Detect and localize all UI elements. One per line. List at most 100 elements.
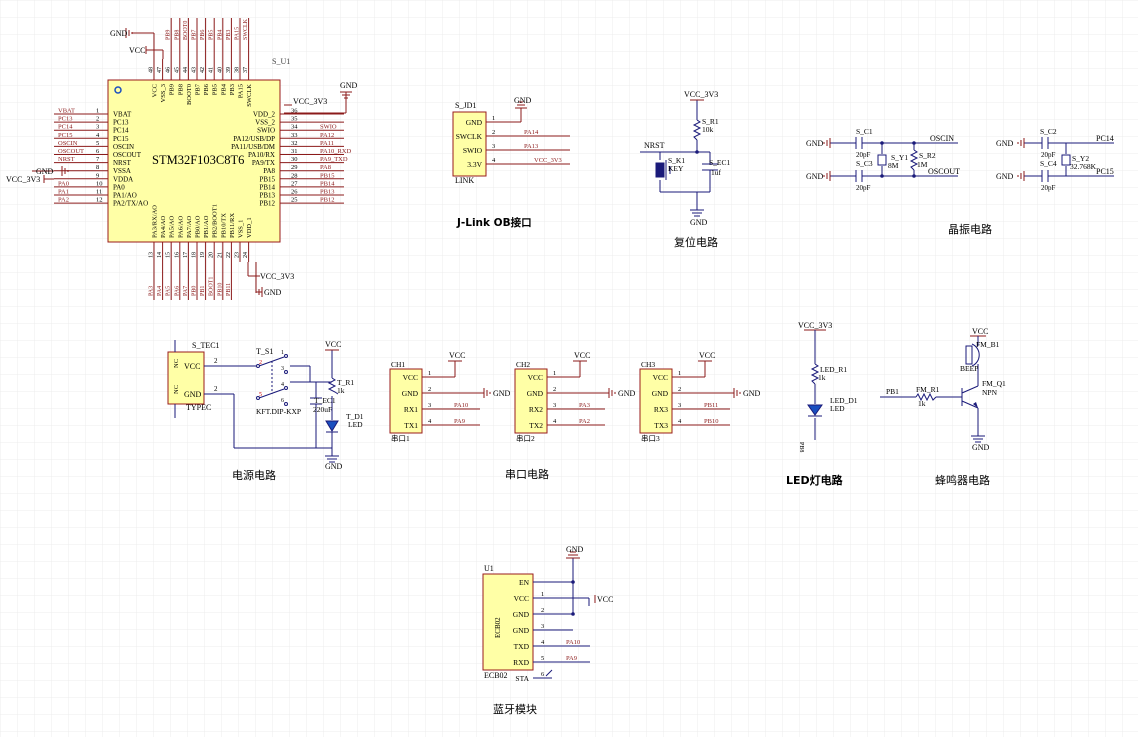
resistor-icon xyxy=(909,149,919,171)
mcu-pin-number: 13 xyxy=(149,252,155,258)
hse-c2-val: 20pF xyxy=(856,184,871,192)
serial-pin-name: VCC xyxy=(403,373,418,382)
hse-y-val: 8M xyxy=(888,161,899,170)
gnd-symbol-icon xyxy=(61,166,69,176)
mcu-pin-number: 46 xyxy=(166,67,172,73)
bluetooth-ref: U1 xyxy=(484,564,494,573)
power-c-val: 220uF xyxy=(313,405,332,414)
buzzer-circuit[interactable]: VCC FM_B1 BEEP PB1 FM_R1 1k FM_Q1 NPN GN… xyxy=(880,327,1006,487)
mcu-pin-number: 16 xyxy=(174,252,180,258)
mcu-pin-name: PB10/TX xyxy=(220,213,227,238)
bluetooth-part: ECB02 xyxy=(484,671,508,680)
gnd-symbol-icon xyxy=(566,551,580,559)
mcu-pin-number: 25 xyxy=(291,197,298,204)
mcu-net-label: BOOT1 xyxy=(209,277,215,296)
usb-pin-num: 2 xyxy=(214,385,218,393)
gnd-symbol-icon xyxy=(340,91,352,99)
serial-pin-name: GND xyxy=(402,389,419,398)
bluetooth-pin-name: VCC xyxy=(514,594,529,603)
mcu-ref: S_U1 xyxy=(272,57,290,66)
mcu-pin-name: VDD_2 xyxy=(253,111,276,119)
mcu-pin-name: VSS_1 xyxy=(238,220,245,238)
mcu-pin-number: 4 xyxy=(96,132,100,139)
serial-pin-number: 1 xyxy=(428,370,431,377)
no-connect-icon xyxy=(545,669,553,677)
mcu-pin-name: PA6/AO xyxy=(177,216,184,238)
mcu-pin-name: PB15 xyxy=(259,175,275,183)
serial-pin-name: TX3 xyxy=(654,421,668,430)
buzzer-ref: FM_B1 xyxy=(976,340,1000,349)
resistor-icon xyxy=(692,119,702,141)
mcu-top-pins: 48VCC47VSS_346PB9PB945PB8PB844BOOT0BOOT0… xyxy=(149,18,253,107)
gnd-symbol-icon xyxy=(971,435,985,443)
bluetooth-gnd-label: GND xyxy=(566,545,584,554)
mcu-pin-name: PA1/AO xyxy=(113,192,137,200)
mcu-pin-number: 24 xyxy=(243,252,249,258)
mcu-pin-name: PA9/TX xyxy=(252,159,275,167)
mcu-net-label: PC13 xyxy=(58,116,72,123)
usb-pin-num: 2 xyxy=(214,357,218,365)
mcu-pin-name: PB1/AO xyxy=(203,215,210,238)
buzzer-r-val: 1k xyxy=(918,399,926,408)
lse-c1-val: 20pF xyxy=(1041,151,1056,159)
mcu-pin-number: 19 xyxy=(200,252,206,258)
bluetooth-caption: 蓝牙模块 xyxy=(493,703,537,716)
crystal-circuit[interactable]: GND GND S_C1 20pF S_C3 20pF S_Y1 8M S_R2… xyxy=(806,127,1114,236)
mcu-pin-name: PA12/USB/DP xyxy=(233,135,275,143)
reset-circuit[interactable]: VCC_3V3 S_R1 10k NRST S_K1 KEY S_EC1 1uf… xyxy=(640,90,731,249)
mcu-pin-number: 15 xyxy=(166,252,172,258)
mcu-pin-name: VDDA xyxy=(113,175,133,183)
mcu-pin-number: 9 xyxy=(96,172,99,179)
bluetooth-pin-name: TXD xyxy=(514,642,530,651)
dip-switch-icon xyxy=(256,354,288,406)
power-circuit[interactable]: S_TEC1 TYPEC VCC GND NC NC 2 2 T_S1 KFT.… xyxy=(167,340,364,482)
mcu-pin-number: 44 xyxy=(183,67,189,73)
mcu-pin-number: 22 xyxy=(226,252,232,258)
jlink-pin-name: 3.3V xyxy=(467,160,482,169)
mcu-pin-name: VBAT xyxy=(113,111,132,119)
jlink-net-label: PA14 xyxy=(524,129,539,136)
usb-pin-vcc: VCC xyxy=(184,362,200,371)
mcu-pin-name: PB12 xyxy=(259,200,275,208)
buzzer-icon xyxy=(965,343,980,367)
power-r-ref: T_R1 xyxy=(337,378,354,387)
mcu-pin-name: PA3/RX/AO xyxy=(152,205,159,238)
mcu-pin-number: 42 xyxy=(200,67,206,73)
serial-port-part: 串口1 xyxy=(391,434,410,443)
led-d-val: LED xyxy=(830,404,845,413)
switch-pin-num: 2 xyxy=(259,360,262,366)
serial-vcc-label: VCC xyxy=(449,351,465,360)
hse-r-val: 1M xyxy=(917,160,928,169)
lse-y-ref: S_Y2 xyxy=(1072,154,1089,163)
mcu-pin-number: 21 xyxy=(217,252,223,258)
mcu-pin-number: 26 xyxy=(291,189,298,196)
mcu-net-label: PA10_RXD xyxy=(320,148,351,155)
gnd-label: GND xyxy=(110,29,128,38)
mcu-pin-number: 2 xyxy=(96,116,99,123)
mcu-pin-name: PB5 xyxy=(212,84,219,95)
mcu-net-label: PC15 xyxy=(58,132,72,139)
led-r-ref: LED_R1 xyxy=(820,365,847,374)
mcu-pin-name: PA5/AO xyxy=(169,216,176,238)
serial-net-label: PA10 xyxy=(454,402,468,409)
transistor-val: NPN xyxy=(982,388,998,397)
serial-net-label: PA2 xyxy=(579,418,590,425)
serial-port-ref: CH1 xyxy=(391,360,405,369)
serial-port-body xyxy=(389,368,423,434)
mcu-net-label: NRST xyxy=(58,156,75,163)
led-circuit[interactable]: VCC_3V3 LED_R1 1k LED_D1 LED PB8 LED灯电路 xyxy=(786,321,858,487)
mcu-pin-name: PB4 xyxy=(220,83,227,95)
mcu-pin-name: PA15 xyxy=(238,84,245,98)
mcu-pin-number: 32 xyxy=(291,140,298,147)
mcu-pin-name: PB13 xyxy=(259,192,275,200)
resistor-icon xyxy=(327,377,339,395)
mcu-body xyxy=(107,79,281,243)
usb-pin-nc: NC xyxy=(173,385,180,394)
